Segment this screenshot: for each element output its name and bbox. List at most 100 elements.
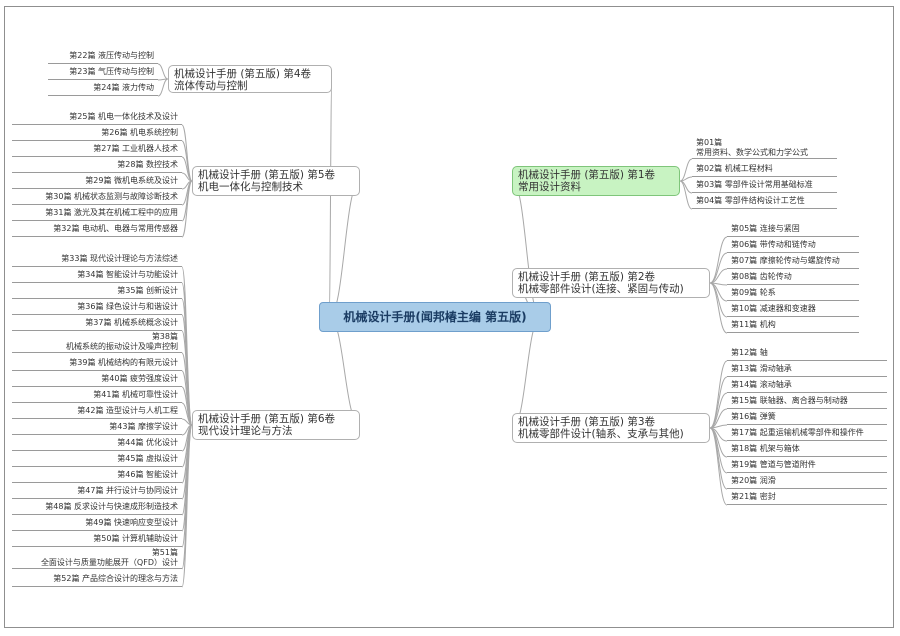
chapter-item[interactable]: 第51篇全面设计与质量功能展开（QFD）设计 — [12, 546, 182, 569]
chapter-item[interactable]: 第41篇 机械可靠性设计 — [12, 388, 182, 403]
volume-title: 机械设计手册 (第五版) 第1卷 — [518, 169, 656, 181]
chapter-item[interactable]: 第07篇 摩擦轮传动与螺旋传动 — [727, 254, 859, 269]
chapter-item[interactable]: 第27篇 工业机器人技术 — [12, 142, 182, 157]
chapter-label: 第16篇 弹簧 — [731, 412, 776, 421]
chapter-item[interactable]: 第17篇 起重运输机械零部件和操作件 — [727, 426, 887, 441]
chapter-item[interactable]: 第46篇 智能设计 — [12, 468, 182, 483]
chapter-item[interactable]: 第39篇 机械结构的有限元设计 — [12, 356, 182, 371]
chapter-item[interactable]: 第05篇 连接与紧固 — [727, 222, 859, 237]
chapter-label: 第23篇 气压传动与控制 — [69, 67, 154, 76]
chapter-item[interactable]: 第36篇 绿色设计与和谐设计 — [12, 300, 182, 315]
chapter-item[interactable]: 第43篇 摩擦学设计 — [12, 420, 182, 435]
chapter-item[interactable]: 第31篇 激光及其在机械工程中的应用 — [12, 206, 182, 221]
volume-subtitle: 现代设计理论与方法 — [198, 425, 293, 437]
volume-node-v2[interactable]: 机械设计手册 (第五版) 第2卷机械零部件设计(连接、紧固与传动) — [512, 268, 710, 298]
volume-node-v3[interactable]: 机械设计手册 (第五版) 第3卷机械零部件设计(轴系、支承与其他) — [512, 413, 710, 443]
chapter-item[interactable]: 第42篇 造型设计与人机工程 — [12, 404, 182, 419]
volume-subtitle: 流体传动与控制 — [174, 80, 248, 92]
chapter-label: 第43篇 摩擦学设计 — [109, 422, 178, 431]
chapter-item[interactable]: 第34篇 智能设计与功能设计 — [12, 268, 182, 283]
chapter-label: 第37篇 机械系统概念设计 — [85, 318, 178, 327]
volume-title: 机械设计手册 (第五版) 第2卷 — [518, 271, 656, 283]
chapter-item[interactable]: 第29篇 微机电系统及设计 — [12, 174, 182, 189]
chapter-item[interactable]: 第49篇 快速响应变型设计 — [12, 516, 182, 531]
chapter-label: 第14篇 滚动轴承 — [731, 380, 792, 389]
chapter-item[interactable]: 第13篇 滑动轴承 — [727, 362, 887, 377]
chapter-label: 常用资料、数学公式和力学公式 — [696, 148, 808, 157]
chapter-item[interactable]: 第22篇 液压传动与控制 — [48, 49, 158, 64]
chapter-item[interactable]: 第10篇 减速器和变速器 — [727, 302, 859, 317]
chapter-item[interactable]: 第37篇 机械系统概念设计 — [12, 316, 182, 331]
chapter-label: 第12篇 轴 — [731, 348, 768, 357]
chapter-label: 第33篇 现代设计理论与方法综述 — [61, 254, 178, 263]
central-topic[interactable]: 机械设计手册(闻邦椿主编 第五版) — [319, 302, 551, 332]
volume-subtitle: 机电一体化与控制技术 — [198, 181, 303, 193]
chapter-label: 第44篇 优化设计 — [117, 438, 178, 447]
volume-node-v4[interactable]: 机械设计手册 (第五版) 第4卷流体传动与控制 — [168, 65, 332, 93]
chapter-label: 第35篇 创新设计 — [117, 286, 178, 295]
chapter-item[interactable]: 第16篇 弹簧 — [727, 410, 887, 425]
chapter-item[interactable]: 第23篇 气压传动与控制 — [48, 65, 158, 80]
volume-node-v6[interactable]: 机械设计手册 (第五版) 第6卷现代设计理论与方法 — [192, 410, 360, 440]
volume-subtitle: 常用设计资料 — [518, 181, 581, 193]
chapter-label: 第32篇 电动机、电器与常用传感器 — [53, 224, 178, 233]
chapter-item[interactable]: 第19篇 管道与管道附件 — [727, 458, 887, 473]
volume-node-v5[interactable]: 机械设计手册 (第五版) 第5卷机电一体化与控制技术 — [192, 166, 360, 196]
chapter-item[interactable]: 第44篇 优化设计 — [12, 436, 182, 451]
chapter-item[interactable]: 第12篇 轴 — [727, 346, 887, 361]
chapter-item[interactable]: 第50篇 计算机辅助设计 — [12, 532, 182, 547]
chapter-item[interactable]: 第18篇 机架与箱体 — [727, 442, 887, 457]
chapter-item[interactable]: 第06篇 带传动和链传动 — [727, 238, 859, 253]
chapter-item[interactable]: 第25篇 机电一体化技术及设计 — [12, 110, 182, 125]
chapter-label: 第31篇 激光及其在机械工程中的应用 — [45, 208, 178, 217]
chapter-item[interactable]: 第26篇 机电系统控制 — [12, 126, 182, 141]
volume-title: 机械设计手册 (第五版) 第3卷 — [518, 416, 656, 428]
chapter-label: 第19篇 管道与管道附件 — [731, 460, 816, 469]
chapter-item[interactable]: 第33篇 现代设计理论与方法综述 — [12, 252, 182, 267]
chapter-label: 第34篇 智能设计与功能设计 — [77, 270, 178, 279]
chapter-label: 第08篇 齿轮传动 — [731, 272, 792, 281]
volume-title: 机械设计手册 (第五版) 第4卷 — [174, 68, 312, 80]
chapter-item[interactable]: 第45篇 虚拟设计 — [12, 452, 182, 467]
chapter-item[interactable]: 第14篇 滚动轴承 — [727, 378, 887, 393]
chapter-item[interactable]: 第04篇 零部件结构设计工艺性 — [692, 194, 837, 209]
chapter-label: 全面设计与质量功能展开（QFD）设计 — [40, 558, 178, 567]
chapter-label: 第18篇 机架与箱体 — [731, 444, 800, 453]
chapter-label: 第07篇 摩擦轮传动与螺旋传动 — [731, 256, 840, 265]
chapter-item[interactable]: 第24篇 液力传动 — [48, 81, 158, 96]
chapter-label: 第49篇 快速响应变型设计 — [85, 518, 178, 527]
chapter-label: 第25篇 机电一体化技术及设计 — [69, 112, 178, 121]
chapter-label: 第36篇 绿色设计与和谐设计 — [77, 302, 178, 311]
volume-node-v1[interactable]: 机械设计手册 (第五版) 第1卷常用设计资料 — [512, 166, 680, 196]
chapter-label: 第41篇 机械可靠性设计 — [93, 390, 178, 399]
chapter-item[interactable]: 第40篇 疲劳强度设计 — [12, 372, 182, 387]
chapter-item[interactable]: 第48篇 反求设计与快速成形制造技术 — [12, 500, 182, 515]
chapter-item[interactable]: 第32篇 电动机、电器与常用传感器 — [12, 222, 182, 237]
chapter-item[interactable]: 第15篇 联轴器、离合器与制动器 — [727, 394, 887, 409]
chapter-label: 第51篇 — [151, 548, 178, 557]
chapter-label: 第15篇 联轴器、离合器与制动器 — [731, 396, 848, 405]
chapter-label: 第21篇 密封 — [731, 492, 776, 501]
chapter-item[interactable]: 第20篇 润滑 — [727, 474, 887, 489]
chapter-item[interactable]: 第09篇 轮系 — [727, 286, 859, 301]
chapter-item[interactable]: 第38篇机械系统的振动设计及噪声控制 — [12, 330, 182, 353]
volume-subtitle: 机械零部件设计(轴系、支承与其他) — [518, 428, 684, 440]
chapter-item[interactable]: 第30篇 机械状态监测与故障诊断技术 — [12, 190, 182, 205]
chapter-item[interactable]: 第47篇 并行设计与协同设计 — [12, 484, 182, 499]
chapter-label: 第06篇 带传动和链传动 — [731, 240, 816, 249]
chapter-label: 第48篇 反求设计与快速成形制造技术 — [45, 502, 178, 511]
chapter-label: 第42篇 造型设计与人机工程 — [77, 406, 178, 415]
chapter-item[interactable]: 第02篇 机械工程材料 — [692, 162, 837, 177]
chapter-label: 第50篇 计算机辅助设计 — [93, 534, 178, 543]
chapter-label: 第17篇 起重运输机械零部件和操作件 — [731, 428, 864, 437]
chapter-label: 第03篇 零部件设计常用基础标准 — [696, 180, 813, 189]
chapter-item[interactable]: 第11篇 机构 — [727, 318, 859, 333]
chapter-item[interactable]: 第08篇 齿轮传动 — [727, 270, 859, 285]
chapter-item[interactable]: 第52篇 产品综合设计的理念与方法 — [12, 572, 182, 587]
chapter-item[interactable]: 第03篇 零部件设计常用基础标准 — [692, 178, 837, 193]
chapter-item[interactable]: 第35篇 创新设计 — [12, 284, 182, 299]
volume-title: 机械设计手册 (第五版) 第6卷 — [198, 413, 336, 425]
chapter-item[interactable]: 第28篇 数控技术 — [12, 158, 182, 173]
chapter-item[interactable]: 第01篇常用资料、数学公式和力学公式 — [692, 136, 837, 159]
chapter-item[interactable]: 第21篇 密封 — [727, 490, 887, 505]
